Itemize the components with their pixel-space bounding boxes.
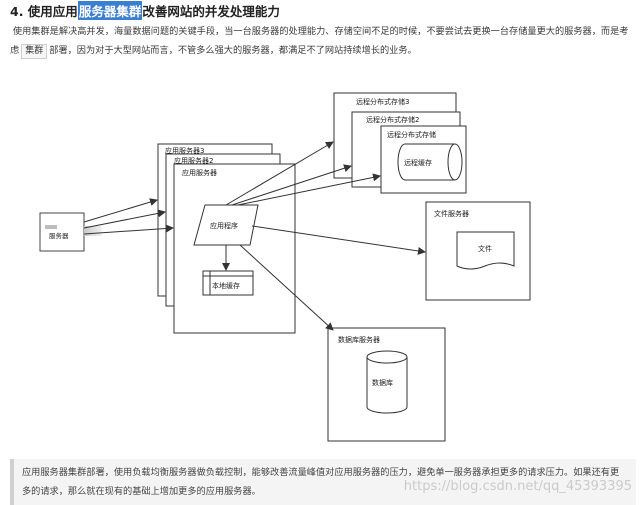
app-server-stack: 应用服务器3 应用服务器2 应用服务器 应用程序 本地缓存 [157, 143, 296, 334]
heading-suffix: 改善网站的并发处理能力 [142, 3, 280, 19]
app-server-label: 应用服务器 [182, 168, 217, 177]
remote-storage-2-label: 远程分布式存储2 [366, 115, 419, 124]
app-program-label: 应用程序 [210, 221, 238, 230]
local-cache-box [202, 270, 254, 296]
database-server-label: 数据库服务器 [338, 335, 380, 344]
heading-highlight: 服务器集群 [77, 0, 143, 20]
watermark: https://blog.csdn.net/qq_45393395 [403, 479, 632, 494]
connection-arrows [83, 141, 426, 331]
note-blockquote: 应用服务器集群部署，使用负载均衡服务器做负载控制，能够改善流量峰值对应用服务器的… [10, 459, 636, 505]
section-heading: 4. 使用应用服务器集群改善网站的并发处理能力 [10, 0, 280, 20]
file-document-shape [456, 231, 515, 270]
database-cylinder [366, 357, 408, 414]
file-label: 文件 [478, 244, 492, 253]
remote-cache-label: 远程缓存 [404, 158, 432, 167]
architecture-diagram: 服务器 应用服务器3 应用服务器2 应用服务器 应用程序 本地缓存 远程分布式存… [0, 60, 642, 455]
intro-paragraph: 使用集群是解决高并发，海量数据问题的关键手段，当一台服务器的处理能力、存储空间不… [10, 22, 636, 60]
file-server-label: 文件服务器 [434, 209, 469, 218]
local-cache-label: 本地缓存 [212, 281, 240, 290]
remote-storage-3-label: 远程分布式存储3 [356, 97, 409, 106]
database-server-node: 数据库服务器 数据库 [327, 327, 446, 442]
app-server-3-label: 应用服务器3 [165, 146, 204, 155]
intro-text-1: 使用集群是解决高并发，海量数据问题的关键手段，当一台服务器的处理能力、存储空间不… [10, 26, 629, 56]
load-balancer-node: 服务器 [39, 212, 102, 252]
heading-prefix: 4. 使用应用 [10, 3, 78, 19]
note-text: 应用服务器集群部署，使用负载均衡服务器做负载控制，能够改善流量峰值对应用服务器的… [22, 467, 620, 497]
database-label: 数据库 [372, 378, 393, 387]
app-server-2-label: 应用服务器2 [174, 156, 213, 165]
file-server-node: 文件服务器 文件 [425, 201, 531, 301]
remote-storage-label: 远程分布式存储 [387, 130, 436, 139]
load-balancer-label: 服务器 [49, 231, 69, 240]
inline-code: 集群 [21, 44, 48, 59]
remote-storage-stack: 远程分布式存储3 远程分布式存储2 远程分布式存储 远程缓存 [333, 92, 467, 194]
intro-text-2: 部署，因为对于大型网站而言，不管多么强大的服务器，都满足不了网站持续增长的业务。 [49, 45, 417, 56]
